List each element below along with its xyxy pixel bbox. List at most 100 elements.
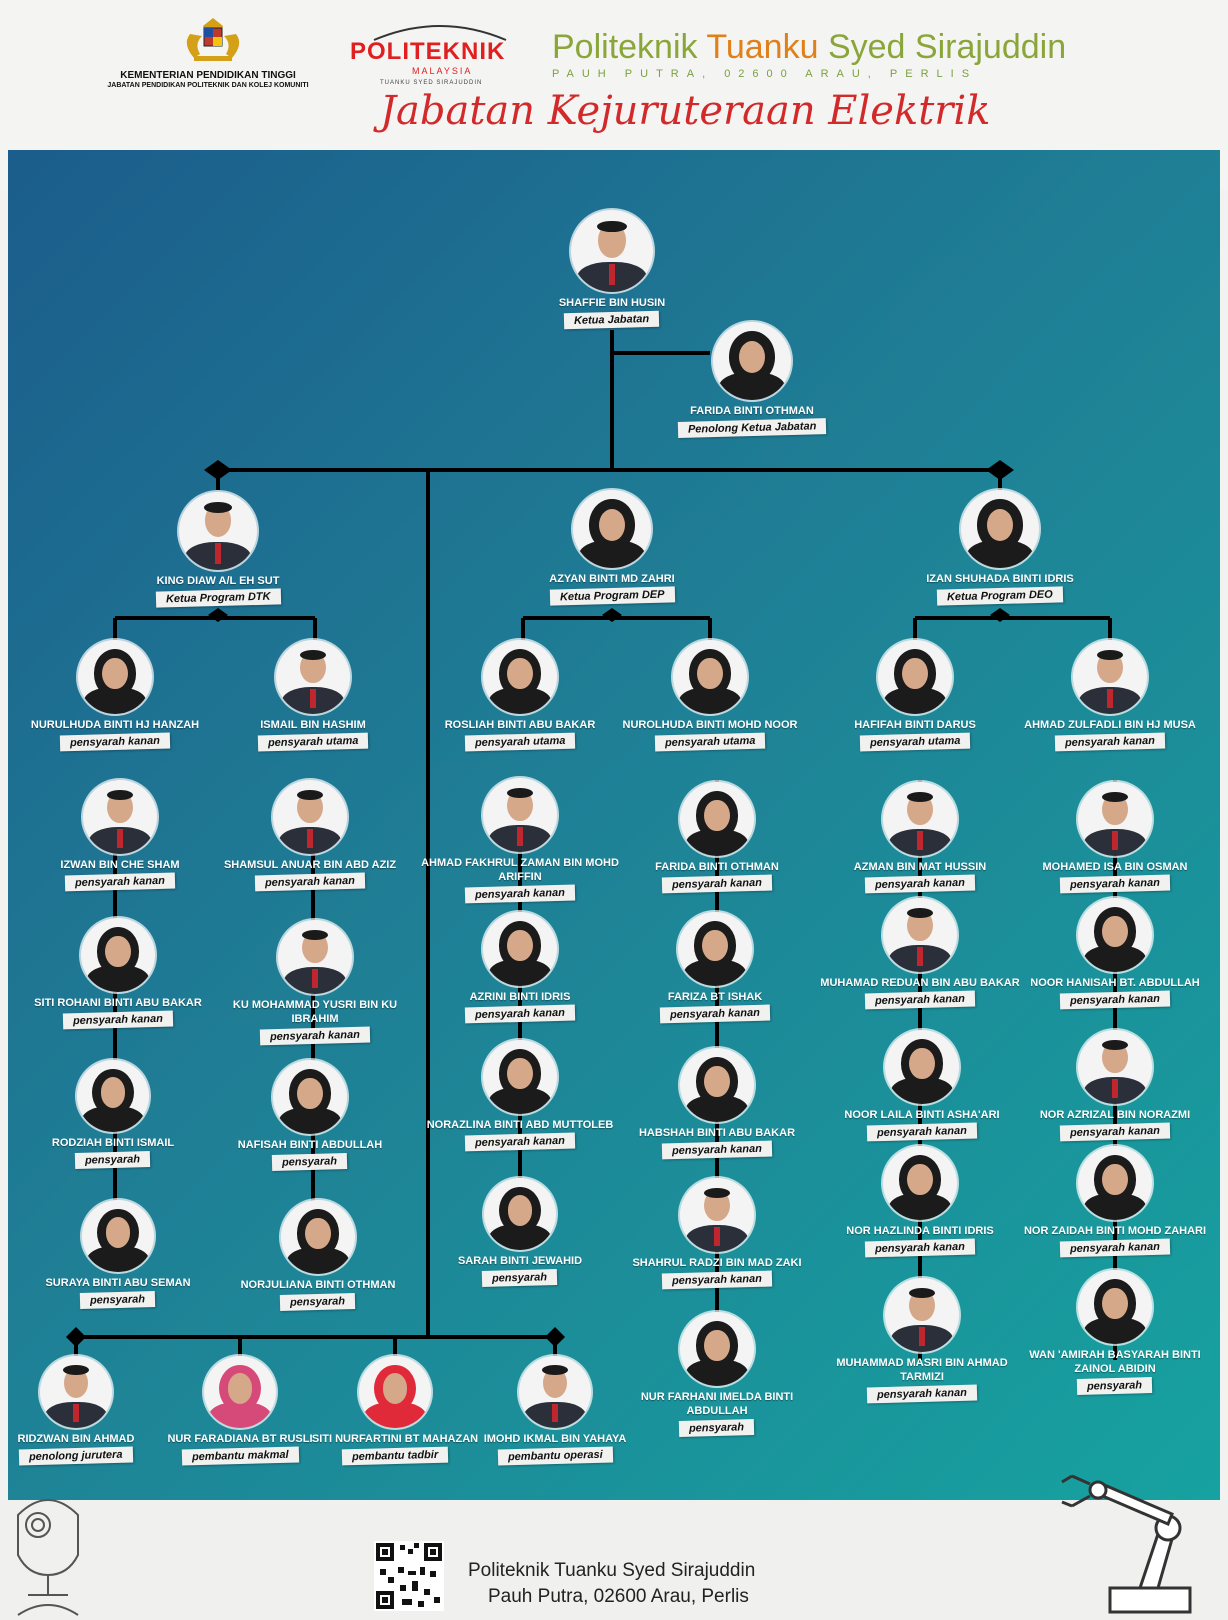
staff-photo	[883, 1146, 957, 1220]
staff-photo	[673, 640, 747, 714]
staff-role: pembantu operasi	[497, 1446, 613, 1466]
staff-role: Ketua Program DEO	[936, 586, 1064, 606]
staff-name: IZAN SHUHADA BINTI IDRIS	[926, 573, 1074, 585]
staff-photo	[519, 1356, 591, 1428]
staff-name: HABSHAH BINTI ABU BAKAR	[638, 1127, 796, 1139]
logo-subtitle: TUANKU SYED SIRAJUDDIN	[380, 80, 483, 86]
staff-role: pensyarah	[679, 1419, 755, 1437]
staff-name: NURULHUDA BINTI HJ HANZAH	[30, 719, 200, 731]
staff-role: pensyarah	[80, 1291, 156, 1309]
staff-photo	[678, 912, 752, 986]
staff-role: pensyarah kanan	[661, 1140, 773, 1160]
staff-role: penolong jurutera	[19, 1446, 133, 1466]
staff-role: pensyarah kanan	[259, 1026, 371, 1046]
staff-photo	[276, 640, 350, 714]
staff-photo	[878, 640, 952, 714]
logo-wordmark: POLITEKNIK	[350, 38, 506, 65]
staff-name: SHAMSUL ANUAR BIN ABD AZIZ	[223, 859, 397, 871]
institution-name-a: Politeknik	[552, 28, 707, 66]
staff-name: HAFIFAH BINTI DARUS	[854, 719, 976, 731]
staff-name: NOR AZRIZAL BIN NORAZMI	[1039, 1109, 1191, 1121]
staff-name: AZMAN BIN MAT HUSSIN	[853, 861, 987, 873]
staff-name: NOR ZAIDAH BINTI MOHD ZAHARI	[1023, 1225, 1207, 1237]
staff-name: RIDZWAN BIN AHMAD	[17, 1433, 135, 1445]
staff-name: NUR FARADIANA BT RUSLI	[167, 1433, 313, 1445]
staff-role: pensyarah kanan	[1054, 732, 1166, 752]
staff-role: pensyarah kanan	[464, 1132, 576, 1152]
department-title: Jabatan Kejuruteraan Elektrik	[380, 88, 991, 134]
staff-role: Ketua Jabatan	[564, 310, 660, 330]
staff-name: SURAYA BINTI ABU SEMAN	[45, 1277, 191, 1289]
staff-photo	[961, 490, 1039, 568]
staff-card-dtk-a5: SURAYA BINTI ABU SEMAN pensyarah	[18, 1200, 218, 1309]
staff-role: pembantu makmal	[181, 1446, 299, 1466]
staff-photo	[82, 1200, 154, 1272]
staff-photo	[680, 1312, 754, 1386]
staff-name: SHAHRUL RADZI BIN MAD ZAKI	[632, 1257, 802, 1269]
staff-role: pembantu tadbir	[341, 1446, 449, 1466]
staff-photo	[1078, 782, 1152, 856]
staff-photo	[204, 1356, 276, 1428]
staff-name: ROSLIAH BINTI ABU BAKAR	[444, 719, 596, 731]
staff-name: AHMAD FAKHRUL ZAMAN BIN MOHD ARIFFIN	[421, 857, 619, 883]
staff-photo	[680, 1048, 754, 1122]
institution-name-b: Tuanku	[706, 28, 819, 66]
staff-photo	[1078, 898, 1152, 972]
coat-of-arms-icon	[186, 18, 240, 61]
staff-photo	[883, 898, 957, 972]
staff-name: IMOHD IKMAL BIN YAHAYA	[483, 1433, 627, 1445]
staff-name: WAN 'AMIRAH BASYARAH BINTI ZAINOL ABIDIN	[1029, 1349, 1201, 1375]
staff-name: RODZIAH BINTI ISMAIL	[51, 1137, 175, 1149]
staff-photo	[680, 1178, 754, 1252]
staff-role: pensyarah kanan	[464, 1004, 576, 1024]
staff-role: pensyarah	[1077, 1377, 1153, 1395]
staff-photo	[1078, 1030, 1152, 1104]
logo-country: MALAYSIA	[412, 66, 473, 76]
staff-photo	[278, 920, 352, 994]
staff-role: Penolong Ketua Jabatan	[677, 418, 827, 438]
staff-name: FARIZA BT ISHAK	[667, 991, 763, 1003]
staff-photo	[483, 912, 557, 986]
staff-photo	[1073, 640, 1147, 714]
staff-role: pensyarah kanan	[254, 872, 366, 892]
staff-role: pensyarah kanan	[659, 1004, 771, 1024]
staff-name: KING DIAW A/L EH SUT	[156, 575, 280, 587]
staff-role: Ketua Program DTK	[155, 588, 281, 608]
staff-name: FARIDA BINTI OTHMAN	[690, 405, 814, 417]
staff-role: pensyarah kanan	[661, 1270, 773, 1290]
staff-role: pensyarah kanan	[1059, 990, 1171, 1010]
staff-name: NOR HAZLINDA BINTI IDRIS	[846, 1225, 994, 1237]
staff-role: pensyarah kanan	[864, 990, 976, 1010]
staff-name: NUROLHUDA BINTI MOHD NOOR	[622, 719, 798, 731]
institution-name-c: Syed Sirajuddin	[818, 28, 1067, 66]
staff-photo	[713, 322, 791, 400]
ministry-line1: KEMENTERIAN PENDIDIKAN TINGGI	[120, 70, 296, 81]
staff-photo	[179, 492, 257, 570]
footer-address: Pauh Putra, 02600 Arau, Perlis	[488, 1586, 749, 1607]
staff-photo	[883, 782, 957, 856]
staff-name: NOOR LAILA BINTI ASHA'ARI	[844, 1109, 1000, 1121]
staff-role: pensyarah kanan	[62, 1010, 174, 1030]
